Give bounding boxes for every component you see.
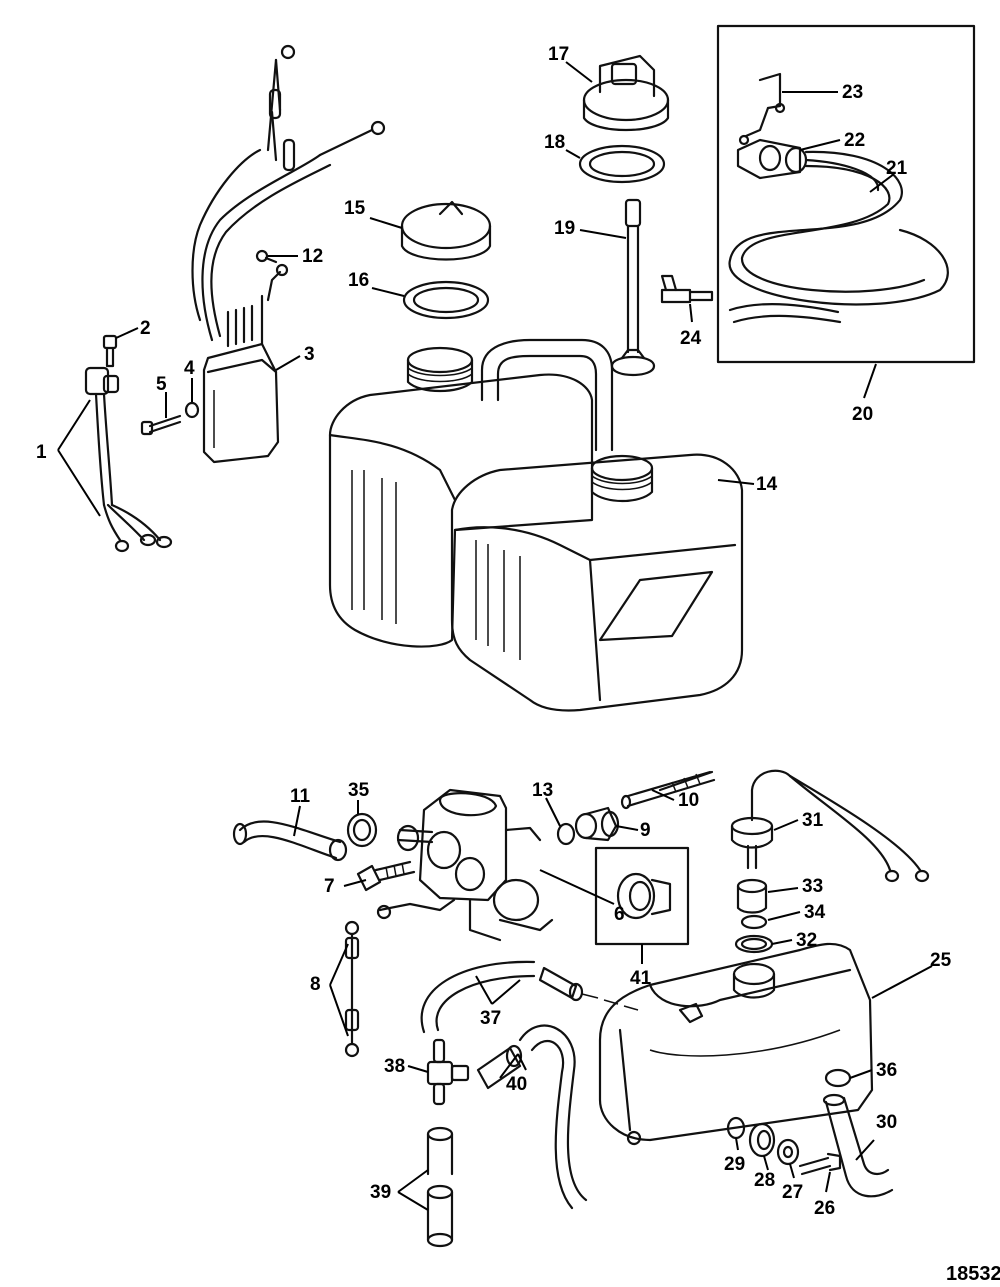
callout-40: 40 [506,1074,527,1095]
part-10-drive-shaft [620,770,716,810]
part-34-retainer [740,914,768,930]
callout-7: 7 [324,876,335,897]
part-30-hose [822,1093,894,1198]
callout-20: 20 [852,404,873,425]
figure-number: 18532 [946,1263,1000,1285]
part-32-gasket [734,934,774,954]
callout-14: 14 [756,474,778,495]
part-3-module [191,44,386,464]
callout-17: 17 [548,44,569,65]
part-15-fill-cap [400,200,492,261]
part-25-reservoir [598,942,874,1146]
callout-10: 10 [678,790,699,811]
leader-lines [57,61,933,1211]
callout-27: 27 [782,1182,803,1203]
callout-37: 37 [480,1008,501,1029]
callout-2: 2 [140,318,151,339]
callout-30: 30 [876,1112,897,1133]
callout-32: 32 [796,930,817,951]
callout-35: 35 [348,780,370,801]
callout-4: 4 [184,358,195,379]
callout-26: 26 [814,1198,835,1219]
callout-15: 15 [344,198,366,219]
callout-24: 24 [680,328,702,349]
part-31-level-sensor [730,769,930,883]
callout-19: 19 [554,218,575,239]
part-14-oil-tank [328,338,744,712]
callout-3: 3 [304,344,315,365]
part-19-pickup-tube [610,198,656,376]
part-6-oil-pump [396,788,554,942]
part-37-hose [420,960,639,1034]
part-35-clamp [346,812,378,848]
callout-33: 33 [802,876,823,897]
part-39-hose [426,1126,454,1248]
callout-12: 12 [302,246,323,267]
part-9-bushing [574,806,620,842]
part-1-wiring-harness [84,366,173,553]
callout-22: 22 [844,130,865,151]
part-36-clamp [824,1068,852,1088]
part-38-tee-fitting [426,1038,470,1106]
callout-13: 13 [532,780,553,801]
callout-36: 36 [876,1060,897,1081]
callout-16: 16 [348,270,369,291]
callout-34: 34 [804,902,826,923]
callout-1: 1 [36,442,47,463]
callout-numbers: 1 2 3 4 5 6 7 8 9 10 11 12 13 14 15 16 1… [36,44,952,1219]
part-11-hose [232,820,348,862]
callout-6: 6 [614,904,625,925]
callout-29: 29 [724,1154,745,1175]
callout-31: 31 [802,810,824,831]
part-18-gasket [578,144,666,184]
callout-8: 8 [310,974,321,995]
part-17-sender-cap [582,54,670,132]
callout-41: 41 [630,968,652,989]
part-8-link-rod [344,898,456,1058]
part-12-screw [255,249,278,264]
part-28-grommet [748,1122,776,1158]
part-2-screw [102,334,118,368]
part-23-bracket [738,72,786,146]
callout-25: 25 [930,950,952,971]
part-41-fitting-inset [594,846,690,946]
part-22-connector [736,138,808,180]
part-16-gasket [402,280,490,320]
part-26-bolt [798,1152,842,1176]
part-33-bushing [736,878,768,914]
callout-9: 9 [640,820,651,841]
callout-28: 28 [754,1170,775,1191]
part-5-screw [140,414,182,436]
callout-38: 38 [384,1056,405,1077]
callout-18: 18 [544,132,565,153]
callout-39: 39 [370,1182,391,1203]
part-24-fitting [660,274,714,304]
callout-11: 11 [290,786,311,807]
part-20-hose-kit-inset [716,24,976,364]
part-13-o-ring [556,822,576,846]
part-4-washer [184,401,200,419]
callout-21: 21 [886,158,908,179]
part-40-hose [476,1024,588,1210]
part-27-washer [776,1138,800,1166]
part-7-bolt [356,860,416,892]
callout-23: 23 [842,82,863,103]
callout-5: 5 [156,374,167,395]
